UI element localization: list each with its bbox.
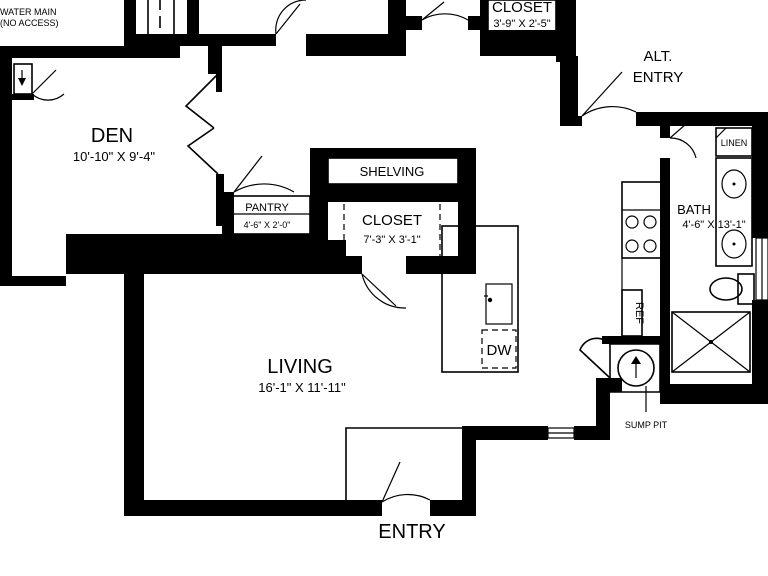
pantry-name: PANTRY bbox=[245, 202, 289, 214]
den-name: DEN bbox=[91, 125, 133, 147]
refrigerator-label: REF bbox=[633, 302, 645, 324]
bath-name: BATH bbox=[677, 202, 711, 217]
pantry-dims: 4'-6" X 2'-0" bbox=[244, 220, 291, 230]
linen-label: LINEN bbox=[721, 138, 748, 148]
water-main-note: (NO ACCESS) bbox=[0, 18, 59, 28]
living-name: LIVING bbox=[267, 356, 333, 378]
closet-top-dims: 3'-9" X 2'-5" bbox=[493, 18, 550, 30]
bath-dims: 4'-6" X 13'-1" bbox=[682, 219, 745, 231]
entry-label: ENTRY bbox=[378, 521, 445, 543]
living-dims: 16'-1" X 11'-11" bbox=[258, 380, 346, 395]
shelving-label: SHELVING bbox=[360, 164, 425, 179]
dishwasher-label: DW bbox=[487, 342, 513, 359]
sump-pit-label: SUMP PIT bbox=[625, 420, 668, 430]
closet-mid-name: CLOSET bbox=[362, 212, 422, 229]
walls bbox=[0, 0, 768, 516]
water-main-label: WATER MAIN bbox=[0, 7, 57, 17]
den-dims: 10'-10" X 9'-4" bbox=[73, 149, 156, 164]
fixtures bbox=[12, 0, 768, 503]
door-swing-closet-top bbox=[421, 13, 469, 21]
door-swing-top bbox=[275, 0, 306, 35]
alt-entry-label: ALT. bbox=[644, 48, 673, 65]
alt-entry-label-2: ENTRY bbox=[633, 69, 684, 86]
closet-mid-dims: 7'-3" X 3'-1" bbox=[363, 234, 420, 246]
room-labels: WATER MAIN (NO ACCESS) CLOSET 3'-9" X 2'… bbox=[0, 0, 747, 543]
closet-top-name: CLOSET bbox=[492, 0, 552, 16]
